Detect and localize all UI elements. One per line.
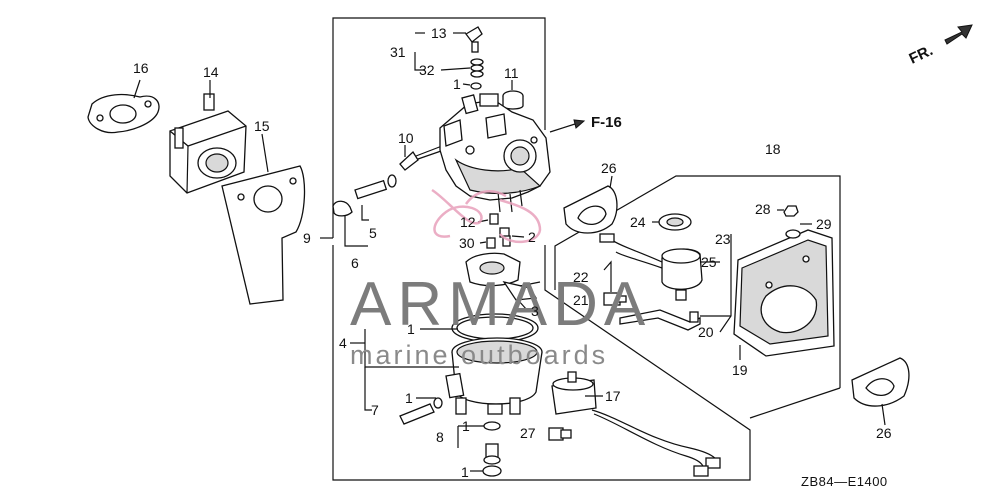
gasket-26-right (851, 357, 910, 407)
watermark-logo (431, 188, 542, 243)
washer-29 (785, 229, 801, 239)
callout-31: 31 (390, 44, 406, 60)
fuel-cut-solenoid-17 (551, 371, 721, 477)
callout-11: 11 (504, 65, 519, 81)
callout-30: 30 (459, 235, 475, 251)
callout-10: 10 (398, 130, 414, 146)
cover-19 (733, 229, 835, 357)
callout-26-right: 26 (876, 425, 892, 441)
float-chamber (445, 337, 543, 415)
bolt-27 (548, 427, 572, 441)
callout-25: 25 (701, 254, 717, 270)
callout-13: 13 (431, 25, 447, 41)
callout-12: 12 (460, 214, 476, 230)
o-ring-1a (470, 82, 482, 90)
o-ring-24 (658, 213, 692, 231)
callout-15: 15 (254, 118, 270, 134)
callout-1-top: 1 (453, 76, 461, 92)
callout-18: 18 (765, 141, 781, 157)
front-label: FR. (907, 42, 936, 68)
callout-14: 14 (203, 64, 219, 80)
callout-28: 28 (755, 201, 771, 217)
drain-bolt-8 (483, 443, 501, 465)
throttle-stop-screw-5 (332, 174, 397, 217)
callout-7: 7 (371, 402, 379, 418)
pilot-screw-10 (399, 145, 445, 171)
callout-3: 3 (531, 303, 539, 319)
callout-19: 19 (732, 362, 748, 378)
callout-4: 4 (339, 335, 347, 351)
callout-26-top: 26 (601, 160, 617, 176)
watermark-tagline: marine outboards (350, 340, 608, 370)
drain-washer-1 (483, 421, 501, 431)
callout-1-gasket: 1 (407, 321, 415, 337)
diagram-reference-code: ZB84—E1400 (801, 474, 888, 489)
reference-arrow (549, 119, 586, 133)
sealing-washer-1 (482, 465, 502, 477)
air-cut-valve-25 (599, 233, 703, 301)
gasket-26-top (563, 185, 618, 234)
watermark-brand: ARMADA (350, 270, 651, 339)
callout-17: 17 (605, 388, 621, 404)
spring-32 (470, 58, 484, 78)
gasket-15 (221, 165, 306, 305)
carburetor-body (439, 93, 551, 213)
bracket-20 (619, 309, 701, 331)
callout-32: 32 (419, 62, 435, 78)
callout-20: 20 (698, 324, 714, 340)
callout-22: 22 (573, 269, 589, 285)
callout-16: 16 (133, 60, 149, 76)
callout-labels: 16 14 15 9 10 5 6 13 31 32 1 11 12 30 2 … (133, 25, 892, 480)
callout-6: 6 (351, 255, 359, 271)
callout-1-washer: 1 (461, 464, 469, 480)
breather-21 (603, 292, 627, 306)
cap-11 (502, 90, 524, 110)
callout-5: 5 (369, 225, 377, 241)
reference-figure-label: F-16 (591, 114, 622, 131)
main-jet-12 (489, 213, 499, 225)
callout-8: 8 (436, 429, 444, 445)
callout-21: 21 (573, 292, 589, 308)
air-cut-valve-group-frame (554, 175, 841, 419)
main-jet-30 (486, 237, 496, 249)
callout-9: 9 (303, 230, 311, 246)
insulator-14 (169, 93, 247, 194)
callout-24: 24 (630, 214, 646, 230)
nut-28 (783, 205, 799, 217)
callout-29: 29 (816, 216, 832, 232)
front-direction-arrow (944, 24, 973, 45)
callout-1-drain: 1 (405, 390, 413, 406)
callout-1-bolt: 1 (462, 418, 470, 434)
callout-27: 27 (520, 425, 536, 441)
callout-2: 2 (528, 229, 536, 245)
float-3 (465, 252, 541, 301)
float-chamber-screw-13 (465, 26, 483, 53)
gasket-16 (87, 93, 160, 134)
carburetor-group-frame (320, 17, 751, 481)
drain-screw-7 (399, 397, 443, 425)
clip-22 (603, 260, 612, 292)
callout-23: 23 (715, 231, 731, 247)
